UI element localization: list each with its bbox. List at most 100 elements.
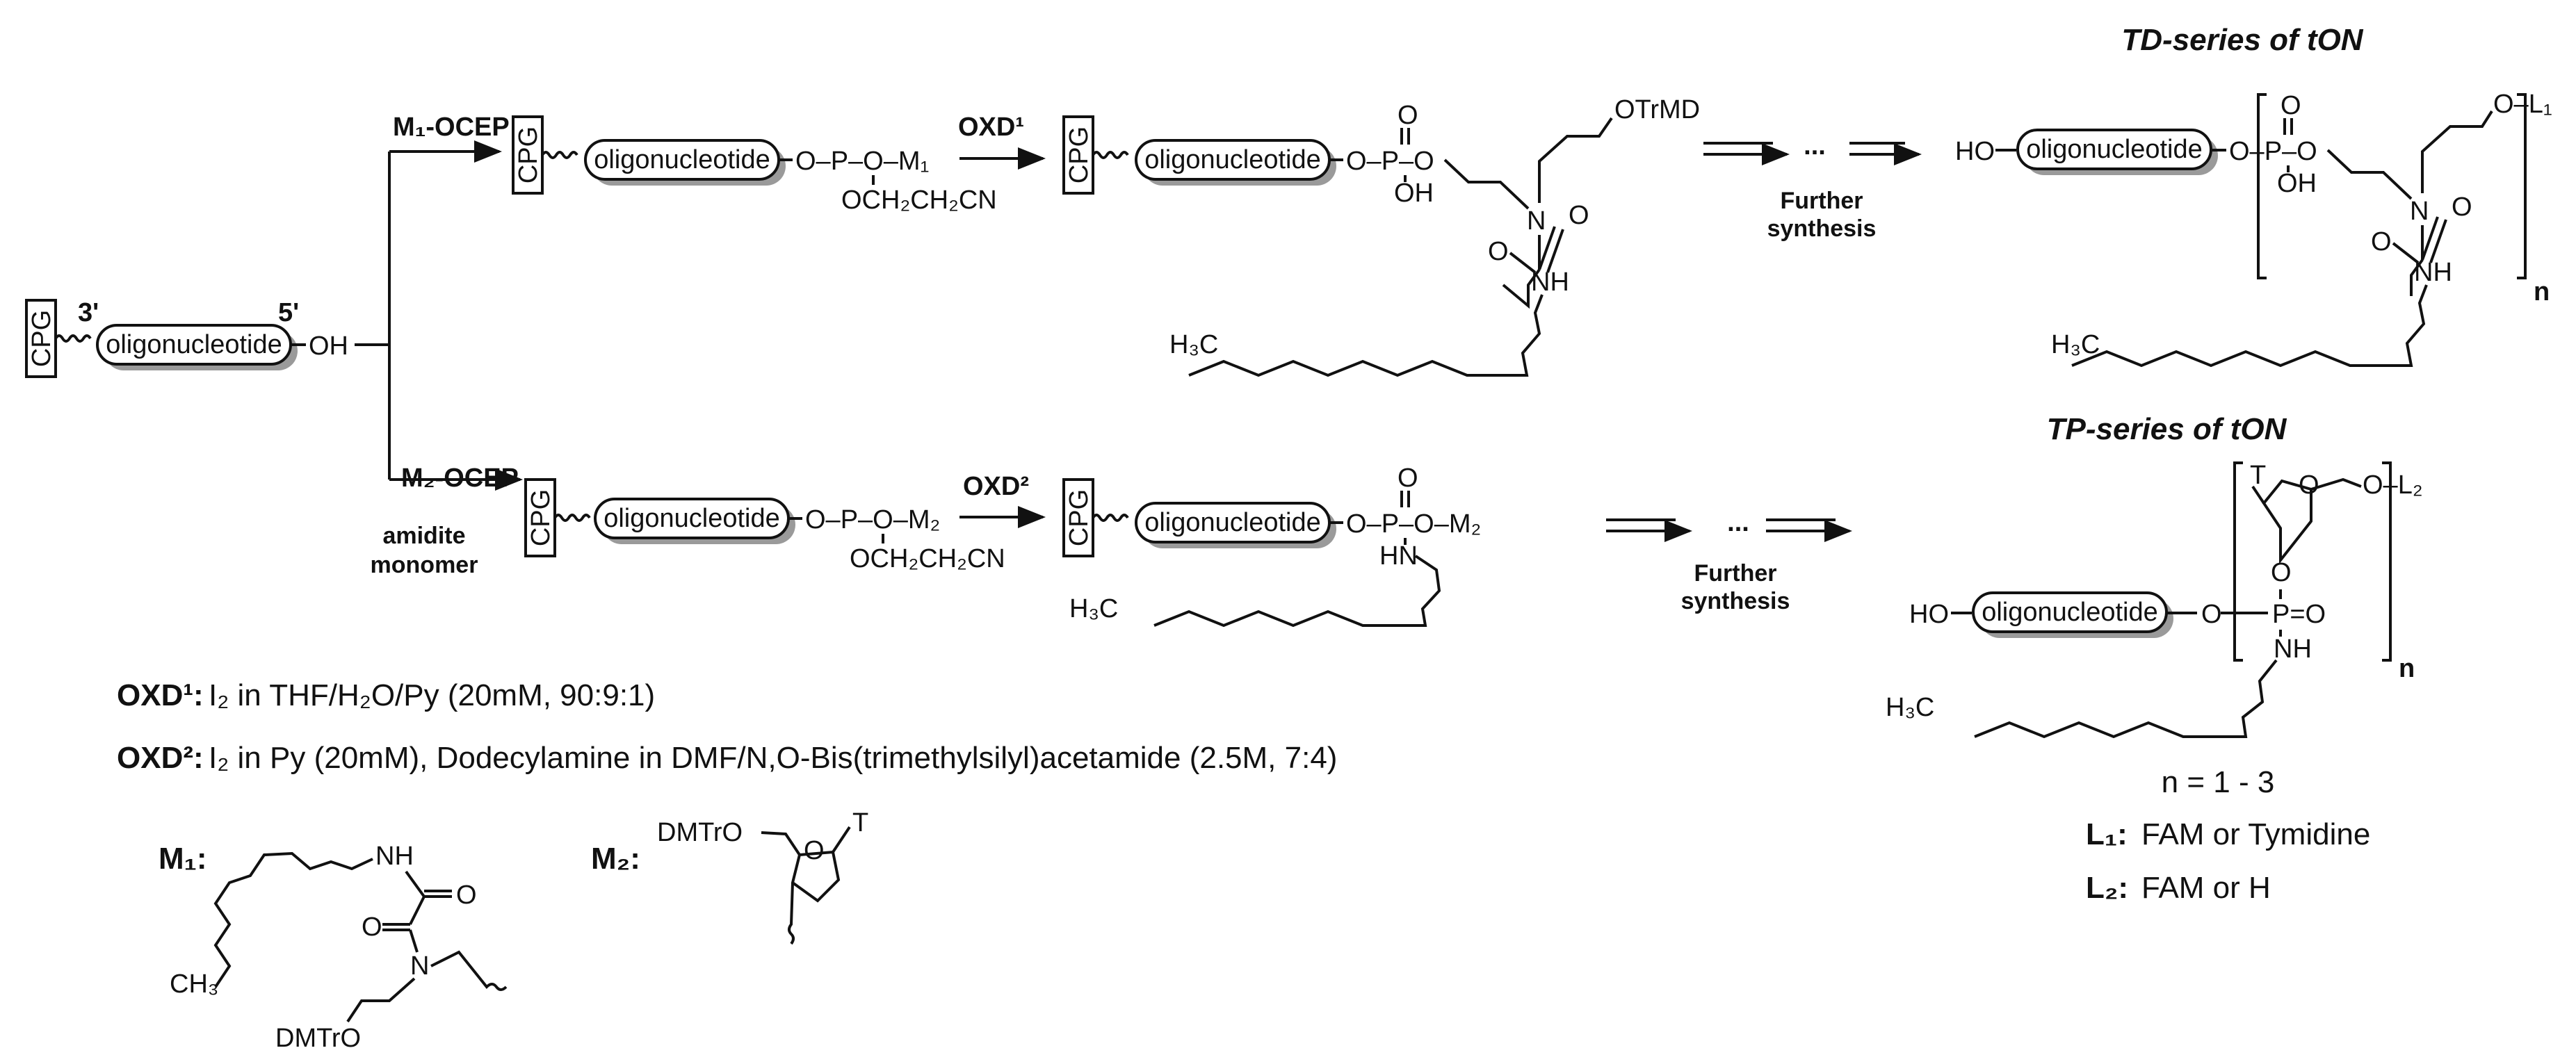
hydroxyl-label: OH bbox=[309, 332, 348, 361]
svg-text:OH: OH bbox=[2277, 169, 2317, 198]
amidite-note: amidite bbox=[382, 523, 465, 549]
svg-text:HO: HO bbox=[1909, 600, 1949, 629]
svg-text:CPG: CPG bbox=[514, 126, 543, 183]
svg-text:O: O bbox=[1398, 101, 1418, 130]
svg-text:CH₃: CH₃ bbox=[170, 970, 218, 999]
svg-text:P=O: P=O bbox=[2272, 600, 2326, 629]
svg-text:O–P–O: O–P–O bbox=[1346, 147, 1434, 176]
svg-text:N: N bbox=[1527, 206, 1546, 236]
l2-value: FAM or H bbox=[2141, 871, 2271, 905]
m2-label: M₂: bbox=[591, 842, 640, 876]
svg-text:O: O bbox=[1398, 464, 1418, 493]
svg-text:O–P–O–M₂: O–P–O–M₂ bbox=[1346, 509, 1481, 539]
svg-text:O: O bbox=[804, 836, 825, 865]
svg-text:O–P–O: O–P–O bbox=[2229, 137, 2317, 166]
tp-series-structure: HO oligonucleotide O P=O O O T O–L₂ NH H… bbox=[1886, 461, 2423, 739]
legend: n = 1 - 3 L₁: FAM or Tymidine L₂: FAM or… bbox=[2086, 765, 2370, 905]
svg-text:DMTrO: DMTrO bbox=[657, 818, 743, 847]
svg-text:DMTrO: DMTrO bbox=[275, 1024, 361, 1053]
svg-text:N: N bbox=[410, 951, 429, 981]
svg-text:O: O bbox=[2371, 227, 2392, 256]
svg-text:NH: NH bbox=[375, 842, 414, 871]
svg-text:O: O bbox=[456, 881, 477, 910]
svg-text:NH: NH bbox=[2414, 258, 2452, 287]
cyanoethyl-bottom: OCH₂CH₂CN bbox=[850, 544, 1005, 573]
svg-text:T: T bbox=[2250, 461, 2266, 490]
svg-text:oligonucleotide: oligonucleotide bbox=[1144, 508, 1321, 537]
m2-structure: M₂: DMTrO O T bbox=[591, 808, 868, 945]
m1-ocep-reagent: M₁-OCEP bbox=[393, 113, 510, 142]
m1-label: M₁: bbox=[159, 842, 207, 876]
m2-ocep-reagent: M₂-OCEP bbox=[401, 464, 519, 493]
svg-text:O: O bbox=[2281, 91, 2301, 120]
branch-arrows: M₁-OCEP M₂-OCEP amidite monomer bbox=[371, 113, 523, 578]
top-further-synthesis: ... Further synthesis bbox=[1703, 131, 1922, 242]
l1-label: L₁: bbox=[2086, 817, 2128, 851]
l1-value: FAM or Tymidine bbox=[2141, 817, 2370, 851]
svg-text:H₃C: H₃C bbox=[1169, 330, 1218, 359]
svg-text:NH: NH bbox=[1531, 268, 1569, 297]
oligo-label: oligonucleotide bbox=[106, 330, 282, 359]
svg-text:NH: NH bbox=[2274, 635, 2312, 664]
phosphite-m1: O–P–O–M₁ bbox=[795, 147, 929, 176]
svg-text:O: O bbox=[1488, 237, 1509, 266]
n-range: n = 1 - 3 bbox=[2162, 765, 2275, 799]
svg-text:...: ... bbox=[1727, 508, 1749, 537]
bottom-phosphite-intermediate: CPG oligonucleotide O–P–O–M₂ OCH₂CH₂CN O… bbox=[524, 472, 1046, 573]
svg-text:O: O bbox=[2271, 558, 2292, 587]
svg-text:oligonucleotide: oligonucleotide bbox=[604, 504, 780, 533]
top-phosphite-intermediate: CPG oligonucleotide O–P–O–M₁ OCH₂CH₂CN O… bbox=[512, 113, 1046, 215]
svg-text:H₃C: H₃C bbox=[1886, 693, 1934, 722]
svg-text:oligonucleotide: oligonucleotide bbox=[1144, 145, 1321, 174]
svg-text:oligonucleotide: oligonucleotide bbox=[594, 145, 770, 174]
start-material: CPG 3' oligonucleotide 5' OH bbox=[25, 298, 389, 378]
five-prime-label: 5' bbox=[278, 298, 299, 327]
svg-text:HO: HO bbox=[1955, 137, 1995, 166]
svg-text:oligonucleotide: oligonucleotide bbox=[1982, 598, 2158, 627]
td-repeat-n: n bbox=[2534, 277, 2550, 306]
svg-text:H₃C: H₃C bbox=[1069, 594, 1118, 623]
m1-structure: M₁: NH O O N DMTrO CH₃ bbox=[159, 842, 508, 1053]
cpg-label: CPG bbox=[27, 310, 56, 367]
oxd2-arrow-label: OXD² bbox=[963, 472, 1029, 501]
oxd2-conditions: I₂ in Py (20mM), Dodecylamine in DMF/N,O… bbox=[209, 741, 1337, 775]
svg-text:oligonucleotide: oligonucleotide bbox=[2026, 135, 2203, 164]
oxd1-arrow-label: OXD¹ bbox=[958, 113, 1024, 142]
cyanoethyl-top: OCH₂CH₂CN bbox=[841, 186, 997, 215]
svg-text:CPG: CPG bbox=[526, 489, 556, 546]
tp-series-title: TP-series of tON bbox=[2047, 412, 2287, 446]
svg-text:O: O bbox=[2299, 471, 2319, 500]
svg-text:N: N bbox=[2410, 197, 2429, 226]
three-prime-label: 3' bbox=[78, 298, 99, 327]
oxd2-label: OXD²: bbox=[117, 741, 204, 775]
bottom-further-synthesis: ... Further synthesis bbox=[1606, 508, 1852, 614]
svg-text:synthesis: synthesis bbox=[1681, 588, 1790, 614]
svg-text:HN: HN bbox=[1379, 541, 1418, 571]
svg-text:CPG: CPG bbox=[1064, 126, 1094, 183]
svg-text:OTrMD: OTrMD bbox=[1614, 95, 1700, 124]
reaction-conditions: OXD¹: I₂ in THF/H₂O/Py (20mM, 90:9:1) OX… bbox=[117, 678, 1337, 775]
monomer-note: monomer bbox=[371, 552, 478, 578]
svg-text:synthesis: synthesis bbox=[1767, 215, 1877, 242]
td-series-structure: HO oligonucleotide O–P–O O OH N O–L₁ O O… bbox=[1955, 90, 2552, 368]
bottom-phosphoramidate-product: CPG oligonucleotide O–P–O–M₂ O HN H₃C bbox=[1062, 464, 1481, 628]
l2-label: L₂: bbox=[2086, 871, 2128, 905]
top-phosphodiester-product: CPG oligonucleotide O–P–O O OH N OTrMD O… bbox=[1062, 95, 1700, 377]
svg-text:Further: Further bbox=[1694, 560, 1777, 587]
svg-text:Further: Further bbox=[1781, 188, 1863, 214]
svg-text:O: O bbox=[362, 913, 382, 942]
svg-text:H₃C: H₃C bbox=[2051, 330, 2100, 359]
oxd1-label: OXD¹: bbox=[117, 678, 204, 712]
tp-repeat-n: n bbox=[2399, 654, 2415, 683]
svg-text:O–L₂: O–L₂ bbox=[2363, 471, 2423, 500]
svg-text:O: O bbox=[2201, 600, 2222, 629]
oxd1-conditions: I₂ in THF/H₂O/Py (20mM, 90:9:1) bbox=[209, 678, 655, 712]
phosphite-m2: O–P–O–M₂ bbox=[805, 505, 940, 534]
svg-text:O: O bbox=[2452, 193, 2472, 222]
svg-text:CPG: CPG bbox=[1064, 489, 1094, 546]
svg-text:O: O bbox=[1569, 201, 1589, 230]
td-series-title: TD-series of tON bbox=[2121, 23, 2363, 57]
svg-text:T: T bbox=[852, 808, 868, 837]
svg-text:...: ... bbox=[1804, 131, 1826, 161]
